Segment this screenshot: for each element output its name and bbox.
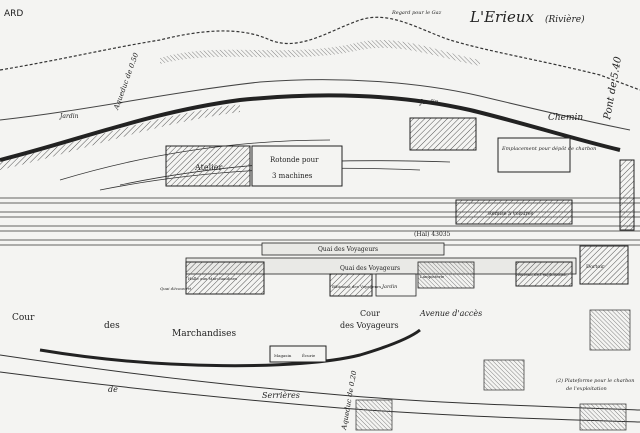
ecurie-label: Écurie <box>302 353 316 358</box>
jardin-right-label: Jardin <box>418 99 439 106</box>
quai-decouvert-label: Quai découvert <box>160 286 191 291</box>
jardin-left-label: Jardin <box>58 113 79 120</box>
atelier-building <box>165 145 251 187</box>
road-serrieres <box>0 354 640 411</box>
cour-voyageurs-2: des Voyageurs <box>340 321 399 330</box>
machines-label: 3 machines <box>272 172 313 180</box>
rotonde-building <box>251 145 343 187</box>
dortoir-label: Dortoir <box>586 264 605 270</box>
cour-voyageurs-1: Cour <box>360 309 380 318</box>
emplacement-label: Emplacement pour dépôt de charbon <box>501 145 596 152</box>
batiment-voyageurs <box>329 273 373 297</box>
rotonde-label: Rotonde pour <box>270 156 319 164</box>
outbuilding-3 <box>579 403 627 431</box>
cour-marchandises-1: Cour <box>12 313 35 323</box>
atelier-label: Atelier <box>194 163 222 172</box>
avenue-label: Avenue d'accès <box>419 309 482 318</box>
jardin-small-label: Jardin <box>381 284 397 290</box>
footnote-line-2: de l'exploitation <box>566 386 607 392</box>
quai-voyageurs-label: Quai des Voyageurs <box>340 265 400 272</box>
cour-marchandises-3: Marchandises <box>172 329 236 339</box>
halle-label: (Hal) 43035 <box>414 231 451 238</box>
cour-voyageurs-block <box>589 309 631 351</box>
river-sub-label: (Rivière) <box>545 14 585 25</box>
lampisterie-building <box>417 261 475 289</box>
river-bank-hatch <box>160 39 480 66</box>
river-label: L'Erieux <box>469 8 535 26</box>
quai-voyageurs-top-label: Quai des Voyageurs <box>318 246 378 253</box>
embankment-wall <box>0 93 621 162</box>
remise-label: Remise à voitures <box>488 210 534 217</box>
embankment-outer <box>0 79 631 131</box>
chemin-label: Chemin <box>548 113 583 123</box>
remise-voitures <box>455 199 573 225</box>
dortoir-building <box>579 245 629 285</box>
footnote-line-1: (2) Plateforme pour le charbon <box>556 377 635 384</box>
title-fragment: ARD <box>4 9 23 19</box>
regard-label: Regard pour le Gaz <box>391 10 442 16</box>
bureau-exploitation <box>515 261 573 287</box>
outbuilding-1 <box>483 359 525 391</box>
magasin-label: Magasin <box>274 353 292 358</box>
jardin-small <box>375 273 417 297</box>
embankment-hatch <box>0 104 240 170</box>
bureau-label: Bureau de l'exploitation <box>518 272 567 277</box>
chef-depot-building <box>409 117 477 151</box>
halle-marchandises-label: Halle aux Marchandises <box>188 276 237 281</box>
emplacement-charbon <box>497 137 571 173</box>
bridge-pier <box>619 159 635 231</box>
cour-marchandises-2: des <box>104 321 120 331</box>
outbuilding-2 <box>355 399 393 431</box>
halle-marchandises <box>185 261 265 295</box>
quai-voyageurs-top <box>261 242 445 256</box>
road-label-serrieres: Serrières <box>262 391 300 400</box>
road-edge <box>0 371 640 423</box>
batiment-voyageurs-label: Bâtiment des Voyageurs <box>332 284 381 289</box>
lampisterie-label: Lampisterie <box>420 274 445 279</box>
river-shore <box>0 16 640 91</box>
magasin-ecurie <box>269 345 327 363</box>
road-label-de: de <box>108 385 118 394</box>
